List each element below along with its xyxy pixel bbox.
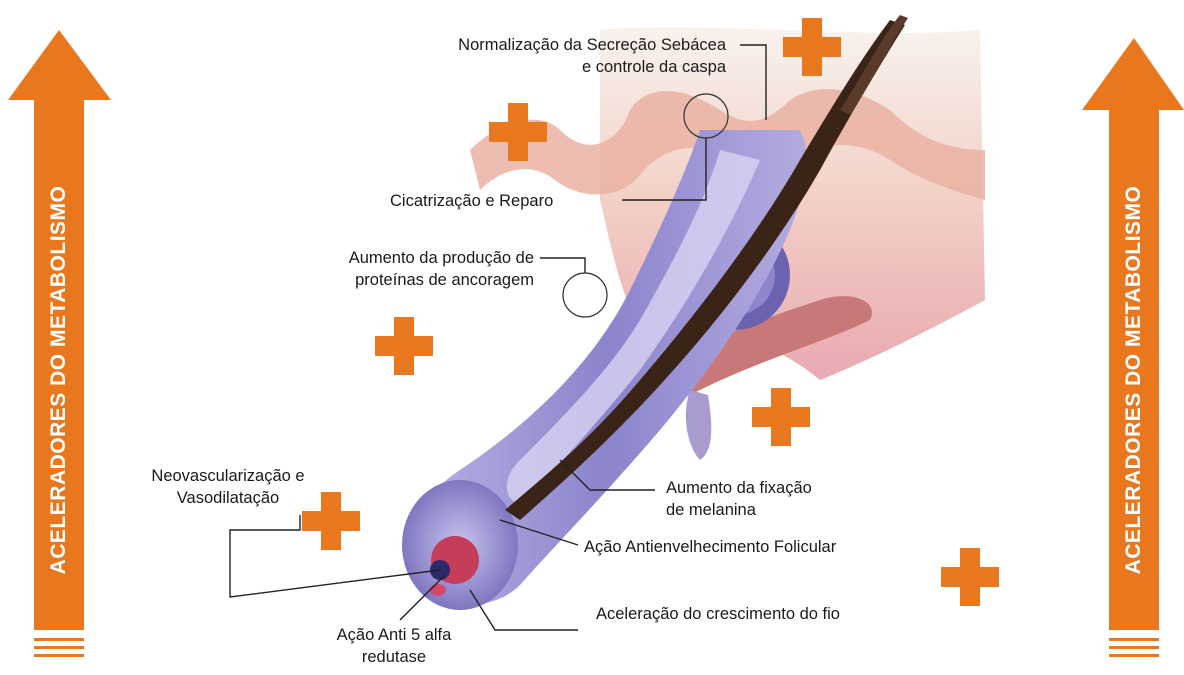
plus-icon <box>489 103 547 161</box>
plus-icon <box>752 388 810 446</box>
callout-anti5alfa: Ação Anti 5 alfa redutase <box>314 624 474 668</box>
callout-neovascular-line1: Neovascularização e <box>124 465 332 487</box>
callout-healing-line1: Cicatrização e Reparo <box>390 190 553 212</box>
callout-growth-line1: Aceleração do crescimento do fio <box>596 603 840 625</box>
callout-anchoring-line1: Aumento da produção de <box>276 247 534 269</box>
plus-icon <box>941 548 999 606</box>
callout-melanin-line2: de melanina <box>666 499 812 521</box>
callout-anchoring-line2: proteínas de ancoragem <box>276 269 534 291</box>
callout-anti5alfa-line1: Ação Anti 5 alfa <box>314 624 474 646</box>
arrector-tail <box>686 390 711 460</box>
callout-neovascular-line2: Vasodilatação <box>124 487 332 509</box>
callout-sebaceous-line2: e controle da caspa <box>372 56 726 78</box>
callout-melanin: Aumento da fixação de melanina <box>666 477 812 521</box>
callout-antiaging: Ação Antienvelhecimento Folicular <box>584 536 836 558</box>
callout-sebaceous-line1: Normalização da Secreção Sebácea <box>372 34 726 56</box>
callout-sebaceous: Normalização da Secreção Sebácea e contr… <box>372 34 726 78</box>
callout-anchoring: Aumento da produção de proteínas de anco… <box>276 247 534 291</box>
plus-icon <box>783 18 841 76</box>
callout-neovascular: Neovascularização e Vasodilatação <box>124 465 332 509</box>
callout-healing: Cicatrização e Reparo <box>390 190 553 212</box>
callout-growth: Aceleração do crescimento do fio <box>596 603 840 625</box>
callout-melanin-line1: Aumento da fixação <box>666 477 812 499</box>
callout-antiaging-line1: Ação Antienvelhecimento Folicular <box>584 536 836 558</box>
callout-anti5alfa-line2: redutase <box>314 646 474 668</box>
marker-circle <box>563 273 607 317</box>
plus-icon <box>375 317 433 375</box>
